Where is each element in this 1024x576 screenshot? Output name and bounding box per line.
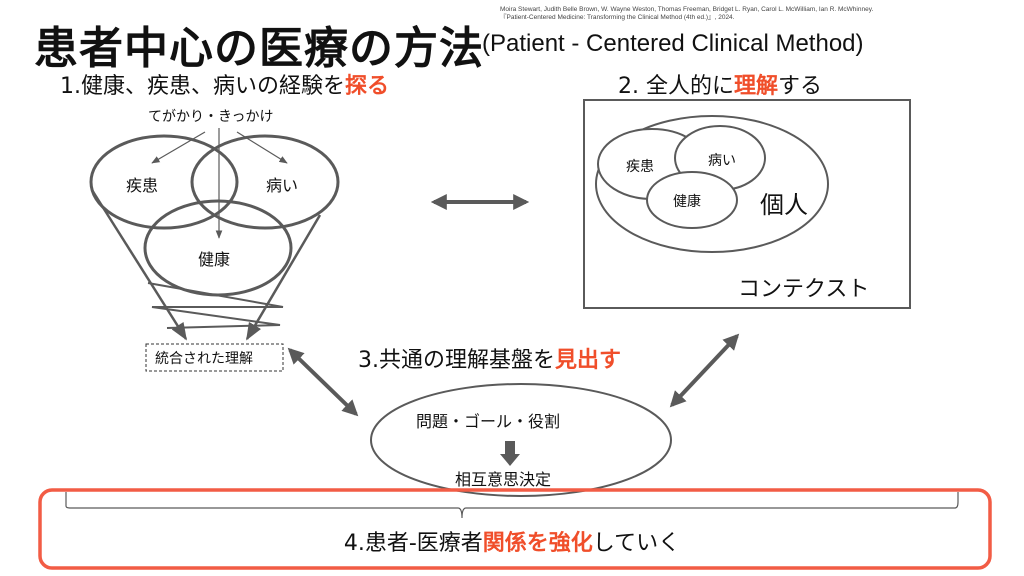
step4-suffix: していく xyxy=(592,531,681,556)
clue-arrow-left xyxy=(151,131,206,164)
health-label: 健康 xyxy=(198,250,231,269)
funnel-left xyxy=(90,189,188,341)
integrated-understanding-box xyxy=(145,343,284,372)
step2-highlight: 理解 xyxy=(733,74,778,99)
clue-arrow-right xyxy=(236,131,288,164)
health-circle-2 xyxy=(646,171,738,229)
illness-circle xyxy=(190,134,340,230)
step3-prefix: 3.共通の理解基盤を xyxy=(358,348,555,373)
funnel-zigzag xyxy=(147,282,284,329)
step2-suffix: する xyxy=(778,74,823,99)
person-label: 個人 xyxy=(760,191,808,219)
illness-disease-circle xyxy=(89,134,239,230)
disease-label: 疾患 xyxy=(126,176,159,195)
step1-heading: 1.健康、疾患、病いの経験を探る xyxy=(60,68,389,100)
step1-diagram xyxy=(89,128,340,372)
step4-highlight: 関係を強化 xyxy=(482,531,593,556)
common-ground-ellipse xyxy=(370,383,672,497)
health-label-2: 健康 xyxy=(673,194,701,210)
clue-label: てがかり・きっかけ xyxy=(148,109,274,125)
integrated-understanding-label: 統合された理解 xyxy=(155,351,253,367)
step3-highlight: 見出す xyxy=(555,348,622,373)
citation-book: 『Patient-Centered Medicine: Transforming… xyxy=(500,14,735,21)
problem-goal-role-label: 問題・ゴール・役割 xyxy=(416,412,561,431)
disease-label-2: 疾患 xyxy=(626,159,654,175)
illness-label: 病い xyxy=(266,176,299,195)
main-title: 患者中心の医療の方法 xyxy=(34,23,484,74)
step4-heading: 4.患者-医療者関係を強化していく xyxy=(0,525,1024,557)
context-box xyxy=(583,99,911,309)
step1-prefix: 1.健康、疾患、病いの経験を xyxy=(60,74,345,99)
step2-prefix: 2. 全人的に xyxy=(618,74,734,99)
relationship-frame xyxy=(38,488,992,570)
step2-heading: 2. 全人的に理解する xyxy=(618,68,822,100)
step4-prefix: 4.患者-医療者 xyxy=(343,531,483,556)
illness-label-2: 病い xyxy=(708,153,736,169)
citation: Moira Stewart, Judith Belle Brown, W. Wa… xyxy=(500,6,873,22)
funnel-right xyxy=(245,214,322,341)
context-label: コンテクスト xyxy=(738,277,870,302)
double-arrow-step2-step3 xyxy=(669,333,740,408)
english-subtitle: (Patient - Centered Clinical Method) xyxy=(482,30,864,57)
citation-authors: Moira Stewart, Judith Belle Brown, W. Wa… xyxy=(500,6,874,13)
double-arrow-step1-step3 xyxy=(287,347,359,417)
down-arrow-icon xyxy=(500,441,520,466)
step1-highlight: 探る xyxy=(345,74,390,99)
shared-decision-label: 相互意思決定 xyxy=(455,470,552,489)
step2-diagram xyxy=(583,99,911,309)
step3-heading: 3.共通の理解基盤を見出す xyxy=(358,342,621,374)
step4-bracket xyxy=(65,492,959,519)
person-ellipse xyxy=(595,115,829,253)
